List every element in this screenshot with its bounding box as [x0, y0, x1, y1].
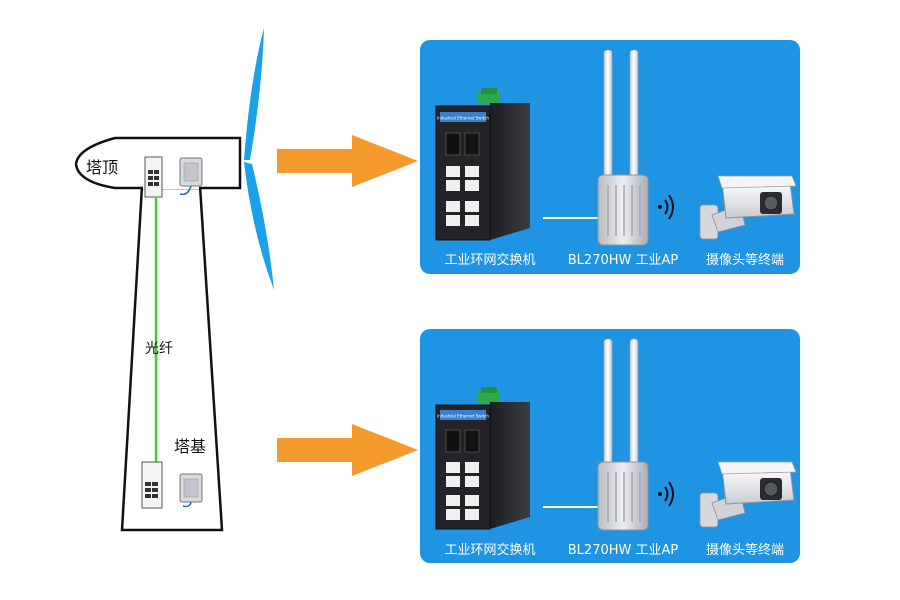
switch-brand: Industrial Ethernet Switch — [437, 116, 489, 121]
ap-label: BL270HW 工业AP — [568, 253, 679, 268]
camera-label: 摄像头等终端 — [706, 252, 784, 268]
tower-base-label: 塔基 — [174, 437, 206, 456]
camera-label: 摄像头等终端 — [706, 542, 784, 558]
tower-body — [120, 185, 224, 532]
panel-bottom: Industrial Ethernet Switch — [420, 329, 800, 563]
switch-label: 工业环网交换机 — [444, 252, 535, 268]
blade-upper — [244, 28, 264, 160]
panel-top: Industrial Ethernet Switch — [420, 40, 800, 274]
arrow-bottom — [277, 424, 418, 476]
fiber-label: 光纤 — [145, 341, 173, 357]
wireless-signal-icon — [658, 194, 674, 220]
industrial-switch: Industrial Ethernet Switch — [435, 387, 530, 530]
tower-base-ap — [179, 473, 203, 508]
industrial-switch: Industrial Ethernet Switch — [435, 88, 530, 241]
blade-lower — [244, 162, 274, 290]
tower-top-ap — [179, 157, 203, 196]
camera — [699, 461, 797, 528]
industrial-ap — [597, 338, 649, 531]
industrial-ap — [597, 49, 649, 246]
wireless-signal-icon — [658, 481, 674, 507]
arrow-top — [277, 135, 418, 187]
switch-label: 工业环网交换机 — [444, 542, 535, 558]
ap-label: BL270HW 工业AP — [568, 543, 679, 558]
tower-top-switch — [144, 156, 163, 198]
tower-top-label: 塔顶 — [86, 158, 118, 177]
tower-base-switch — [141, 461, 163, 509]
camera — [699, 175, 797, 240]
wind-turbine: 塔顶 光纤 塔基 — [74, 28, 274, 532]
switch-brand: Industrial Ethernet Switch — [437, 414, 489, 419]
